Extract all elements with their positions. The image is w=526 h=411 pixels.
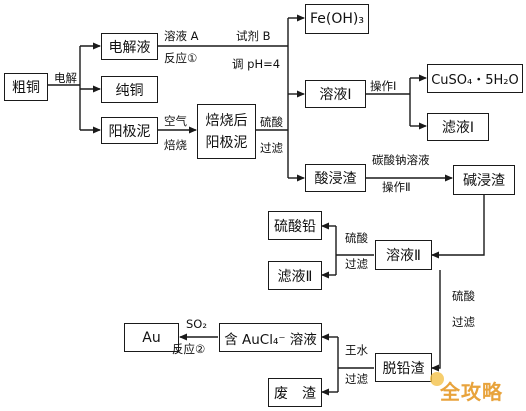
node-solution-2: 溶液Ⅱ: [375, 240, 432, 270]
node-feoh3: Fe(OH)₃: [305, 4, 369, 34]
node-roasted-line1: 焙烧后: [205, 112, 248, 129]
node-lead-sulfate: 硫酸铅: [268, 211, 322, 240]
label-reaction-2: 反应②: [172, 342, 206, 356]
node-waste-residue: 废 渣: [268, 378, 322, 407]
label-sulfuric-acid-2: 硫酸: [345, 231, 368, 245]
node-pure-copper: 纯铜: [101, 76, 158, 103]
arrow-to-solution-2: [431, 195, 485, 259]
watermark: 全攻略: [440, 380, 503, 404]
label-filter-2: 过滤: [345, 257, 368, 271]
node-roasted-line2: 阳极泥: [205, 134, 248, 151]
label-adjust-ph: 调 pH=4: [232, 57, 281, 71]
label-sodium-carbonate: 碳酸钠溶液: [372, 153, 430, 167]
label-filter-3: 过滤: [452, 315, 475, 329]
label-operation-2: 操作Ⅱ: [382, 180, 411, 194]
label-reaction-1: 反应①: [164, 51, 198, 65]
node-filtrate-1: 滤液Ⅰ: [427, 113, 489, 141]
node-filtrate-2: 滤液Ⅱ: [268, 261, 322, 290]
label-filter: 过滤: [260, 141, 283, 155]
node-deleaded-residue: 脱铅渣: [375, 353, 432, 382]
label-electrolysis: 电解: [54, 71, 77, 85]
node-roasted-anode-mud: 焙烧后 阳极泥: [197, 104, 256, 159]
label-sulfuric-acid-3: 硫酸: [452, 289, 475, 303]
node-alkali-leach-residue: 碱浸渣: [453, 165, 515, 195]
label-operation-1: 操作Ⅰ: [370, 79, 397, 93]
label-aqua-regia: 王水: [345, 343, 368, 357]
watermark-sun-icon: [430, 372, 444, 386]
label-roast: 焙烧: [164, 138, 187, 152]
label-air: 空气: [164, 114, 187, 128]
label-so2: SO₂: [186, 317, 207, 331]
label-reagent-b: 试剂 B: [236, 29, 271, 43]
node-crude-copper: 粗铜: [4, 73, 48, 101]
node-electrolyte: 电解液: [101, 33, 158, 60]
node-acid-leach-residue: 酸浸渣: [305, 164, 366, 192]
node-anode-mud: 阳极泥: [101, 117, 158, 144]
arrow-to-deleaded: [431, 270, 441, 372]
label-solution-a: 溶液 A: [164, 29, 199, 43]
label-filter-4: 过滤: [345, 372, 368, 386]
node-au: Au: [124, 323, 179, 352]
node-cuso4: CuSO₄・5H₂O: [427, 64, 523, 93]
node-aucl4-solution: 含 AuCl₄⁻ 溶液: [219, 323, 322, 352]
label-sulfuric-acid: 硫酸: [260, 115, 283, 129]
node-solution-1: 溶液Ⅰ: [305, 80, 366, 108]
